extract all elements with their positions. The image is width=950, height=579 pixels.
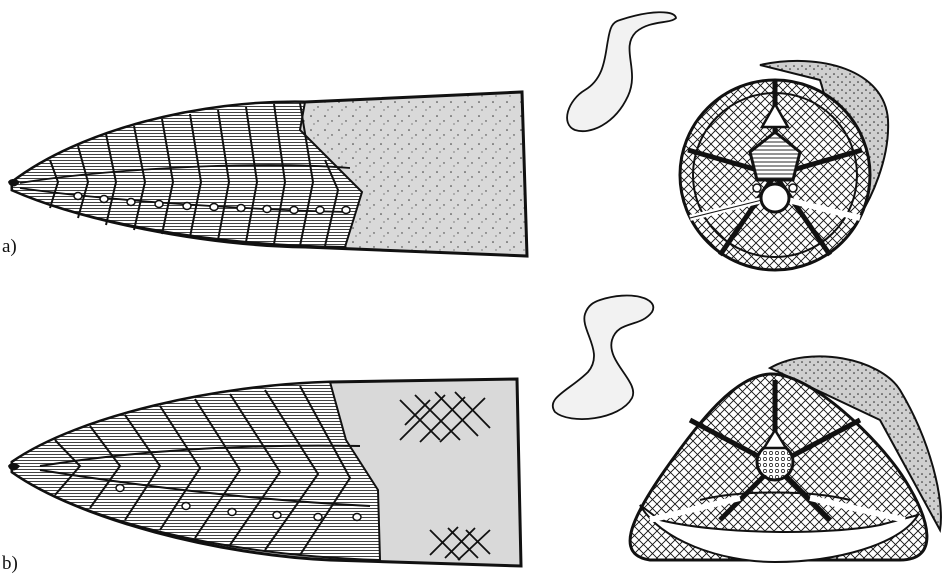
larva-a bbox=[567, 12, 676, 131]
panel-label-b: b) bbox=[2, 553, 18, 575]
panel-a bbox=[8, 12, 888, 270]
panel-b bbox=[8, 296, 941, 566]
panel-label-a: a) bbox=[2, 236, 17, 258]
cross-section-b bbox=[630, 356, 941, 562]
body-side-view-a bbox=[8, 92, 527, 256]
body-side-view-b bbox=[8, 379, 521, 566]
larva-b bbox=[553, 296, 654, 420]
cross-section-a bbox=[680, 61, 888, 270]
